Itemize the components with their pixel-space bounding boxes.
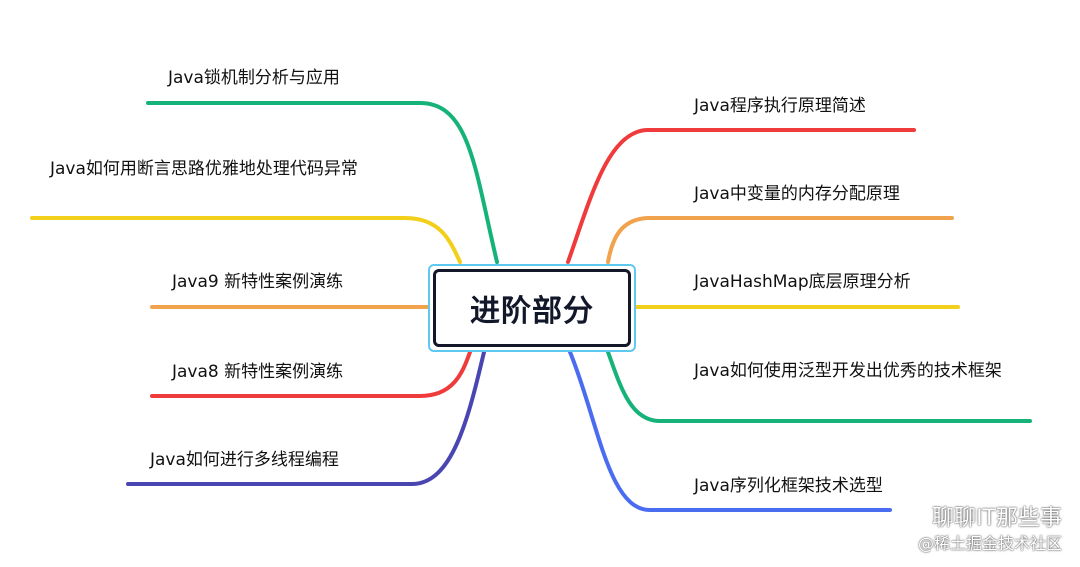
- branch-label-right-2[interactable]: Java中变量的内存分配原理: [694, 184, 900, 204]
- branch-label-right-3[interactable]: JavaHashMap底层原理分析: [694, 272, 911, 292]
- branch-label-right-1[interactable]: Java程序执行原理简述: [694, 96, 866, 116]
- connector-left-5: [126, 350, 486, 486]
- connector-left-2: [30, 216, 462, 264]
- central-topic-title: 进阶部分: [433, 269, 631, 347]
- connector-right-5: [568, 350, 892, 512]
- connector-left-1: [146, 101, 499, 264]
- watermark-account-name: 聊聊IT那些事: [932, 506, 1062, 531]
- branch-label-right-5[interactable]: Java序列化框架技术选型: [694, 476, 883, 496]
- wechat-icon: [893, 507, 925, 531]
- branch-label-left-5[interactable]: Java如何进行多线程编程: [150, 450, 339, 470]
- branch-label-left-3[interactable]: Java9 新特性案例演练: [172, 272, 344, 292]
- connector-right-2: [606, 216, 954, 264]
- connector-right-4: [606, 350, 1032, 423]
- connector-left-4: [150, 350, 472, 398]
- branch-label-left-2[interactable]: Java如何用断言思路优雅地处理代码异常: [50, 159, 358, 179]
- branch-label-left-1[interactable]: Java锁机制分析与应用: [168, 68, 340, 88]
- branch-label-right-4[interactable]: Java如何使用泛型开发出优秀的技术框架: [694, 361, 1002, 381]
- watermark-community: @稀土掘金技术社区: [917, 534, 1062, 553]
- watermark: 聊聊IT那些事 @稀土掘金技术社区: [892, 505, 1062, 555]
- connector-right-1: [566, 128, 916, 264]
- central-topic-node[interactable]: 进阶部分: [428, 264, 636, 352]
- branch-label-left-4[interactable]: Java8 新特性案例演练: [172, 362, 344, 382]
